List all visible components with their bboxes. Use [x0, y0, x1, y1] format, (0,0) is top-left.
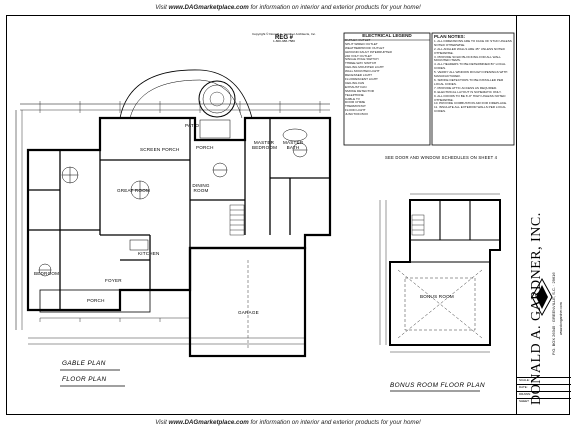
plan-note-item: 4. ALL HEADERS TO BE DETERMINED BY LOCAL…: [434, 62, 506, 71]
plan-note-item: 10. PROVIDE COMBUSTION AIR FOR FIREPLACE…: [434, 101, 508, 106]
copyright-phone: 1-800-388-7580: [272, 39, 296, 44]
plan-note-item: 6. SMOKE DETECTORS TO BE INSTALLED PER L…: [434, 77, 504, 86]
title-block-cell: SCALE:: [517, 377, 571, 384]
plan-note-item: 11. INSULATE ALL EXTERIOR WALLS PER LOCA…: [434, 105, 506, 114]
legend-item: DOOR CHIME: [345, 100, 366, 105]
room-label-dining-room: DINING ROOM: [192, 183, 210, 193]
room-label-porch-front: PORCH: [87, 298, 105, 303]
title-block: DONALD A. GARDNER, INC. P.O. BOX 26345 ·…: [516, 15, 571, 415]
legend-item: 240 VOLT OUTLET: [345, 53, 372, 58]
copyright-notice: Copyright © Donald A. Gardner Architects…: [228, 32, 340, 44]
plan-note-item: 1. ALL DIMENSIONS ARE TO FACE OF STUD UN…: [434, 38, 512, 47]
plan-note-item: 9. ALL DOORS TO BE 6'-8" HIGH UNLESS NOT…: [434, 93, 506, 102]
banner-prefix: Visit: [155, 4, 169, 11]
room-label-garage: GARAGE: [238, 310, 259, 315]
legend-item: SPLIT WIRED OUTLET: [345, 41, 378, 46]
legend-item: THREE-WAY SWITCH: [345, 61, 377, 66]
legend-item: RECESSED LIGHT: [345, 73, 372, 78]
company-website[interactable]: www.dongardner.com: [559, 302, 563, 335]
legend-item: EXHAUST FAN: [345, 84, 367, 89]
reg-number-label: REG #: [274, 34, 293, 41]
legend-item: JUNCTION BOX: [345, 112, 369, 117]
plan-notes-list: 1. ALL DIMENSIONS ARE TO FACE OF STUD UN…: [434, 38, 512, 114]
plan-note-item: 7. PROVIDE ATTIC ACCESS AS REQUIRED.: [434, 85, 498, 90]
legend-item: SMOKE DETECTOR: [345, 88, 374, 93]
schedule-note: SEE DOOR AND WINDOW SCHEDULES ON SHEET 4: [385, 155, 498, 160]
banner-link[interactable]: www.DAGmarketplace.com: [168, 419, 249, 426]
title-block-cell: DATE:: [517, 384, 571, 391]
electrical-legend-title: ELECTRICAL LEGEND: [362, 33, 412, 38]
room-label-foyer: FOYER: [105, 278, 122, 283]
room-label-great-room: GREAT ROOM: [117, 188, 150, 193]
legend-item: GROUND FAULT INTERRUPTER: [345, 49, 392, 54]
sheet-border: [6, 15, 570, 415]
plan-notes-title: PLAN NOTES:: [434, 34, 466, 39]
title-block-cells: SCALE:DATE:DRAWN:SHEET: [517, 377, 571, 405]
legend-item: WALL MOUNTED LIGHT: [345, 69, 380, 74]
room-label-master-bath: MASTER BATH: [283, 140, 304, 150]
floor-plan-title: FLOOR PLAN: [62, 376, 107, 383]
plan-note-item: 2. ALL ANGLED WALLS ARE 45° UNLESS NOTED…: [434, 46, 505, 55]
title-block-cell: SHEET: [517, 398, 571, 405]
legend-item: FLUORESCENT LIGHT: [345, 76, 378, 81]
room-label-master-bedroom: MASTER BEDROOM: [252, 140, 278, 150]
logo-icon: [531, 277, 553, 317]
legend-item: TELEPHONE: [345, 92, 364, 97]
legend-item: SINGLE POLE SWITCH: [345, 57, 379, 62]
company-address: P.O. BOX 26345 · GREENVILLE, S.C. · 2961…: [551, 272, 556, 355]
room-label-kitchen: KITCHEN: [138, 251, 160, 256]
banner-link[interactable]: www.DAGmarketplace.com: [168, 4, 249, 11]
room-label-patio: PATIO: [185, 123, 200, 128]
plan-note-item: 3. PROVIDE SOLID BLOCKING FOR ALL WALL M…: [434, 54, 501, 63]
room-label-bonus-room: BONUS ROOM: [420, 294, 454, 299]
legend-item: CEILING FAN: [345, 80, 365, 85]
bottom-banner: Visit www.DAGmarketplace.com for informa…: [0, 419, 576, 426]
gable-plan-title: GABLE PLAN: [62, 360, 106, 367]
title-block-cell: DRAWN:: [517, 391, 571, 398]
banner-suffix: for information on interior and exterior…: [248, 419, 421, 426]
plan-note-item: 5. VERIFY ALL WINDOW ROUGH OPENINGS WITH…: [434, 70, 508, 79]
room-label-bedroom: BEDROOM: [34, 271, 60, 276]
legend-item: CABLE TV: [345, 96, 360, 101]
plan-note-item: 8. ELECTRICAL LAYOUT IS SCHEMATIC ONLY.: [434, 89, 502, 94]
room-label-screen-porch: SCREEN PORCH: [140, 147, 180, 152]
legend-item: DUPLEX OUTLET: [345, 37, 371, 42]
room-label-porch-top: PORCH: [196, 145, 214, 150]
legend-item: WEATHERPROOF OUTLET: [345, 45, 385, 50]
banner-suffix: for information on interior and exterior…: [248, 4, 421, 11]
banner-prefix: Visit: [155, 419, 169, 426]
plan-notes: PLAN NOTES: 1. ALL DIMENSIONS ARE TO FAC…: [434, 34, 512, 114]
bonus-plan-title: BONUS ROOM FLOOR PLAN: [390, 382, 486, 389]
legend-item: THERMOSTAT: [345, 104, 366, 109]
top-banner: Visit www.DAGmarketplace.com for informa…: [0, 4, 576, 11]
legend-item: FLOOD LIGHT: [345, 108, 366, 113]
copyright-line: Copyright © Donald A. Gardner Architects…: [252, 32, 316, 36]
legend-item: CEILING MOUNTED LIGHT: [345, 65, 384, 70]
